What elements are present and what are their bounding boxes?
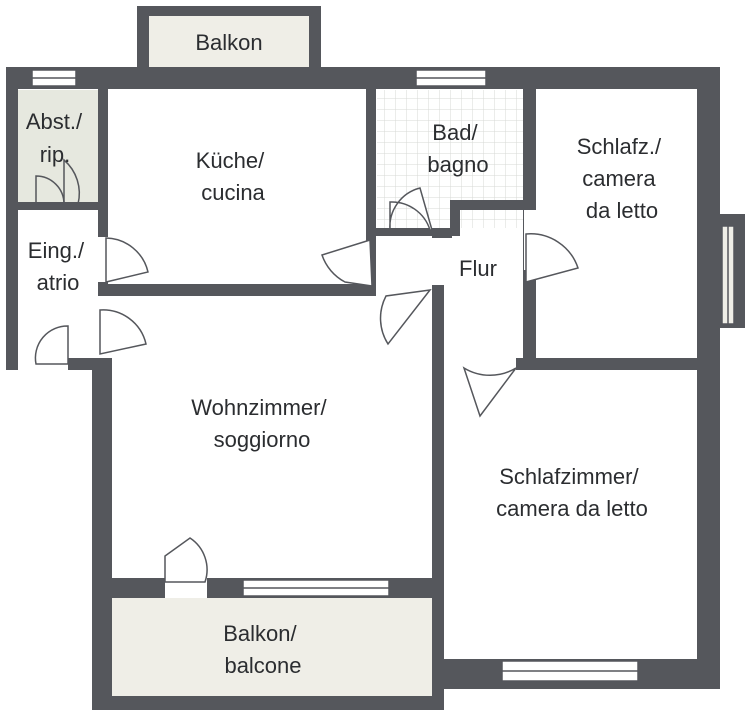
window-small-bedroom <box>721 225 735 325</box>
floor-top-balcony <box>140 8 320 68</box>
label-small-bedroom: Schlafz./ camera da letto <box>577 134 668 223</box>
door-hall-living <box>379 289 432 346</box>
door-big-bedroom <box>462 366 517 418</box>
floor-kitchen <box>108 90 366 282</box>
window-bathroom <box>415 69 487 87</box>
label-entrance: Eing./ atrio <box>28 238 90 295</box>
window-storage <box>31 69 77 87</box>
walls <box>6 6 745 710</box>
window-living-room <box>242 579 390 597</box>
label-storage: Abst./ rip. <box>26 109 88 167</box>
door-small-bedroom <box>525 233 579 283</box>
door-entrance-front <box>34 325 69 365</box>
door-kitchen-entry <box>105 237 149 283</box>
label-balcony-top: Balkon <box>195 30 262 55</box>
label-big-bedroom: Schlafzimmer/ camera da letto <box>496 464 648 521</box>
label-bathroom: Bad/ bagno <box>427 120 488 177</box>
doors <box>34 158 579 583</box>
floor-living-room <box>112 296 432 586</box>
label-living-room: Wohnzimmer/ soggiorno <box>191 395 332 452</box>
floor-small-bedroom <box>536 90 696 356</box>
floor-big-bedroom <box>443 370 696 660</box>
windows <box>31 69 735 682</box>
door-entrance-inner <box>99 309 147 355</box>
floor-bottom-balcony <box>112 598 432 696</box>
label-kitchen: Küche/ cucina <box>196 148 271 205</box>
door-storage-leaf <box>63 158 81 205</box>
label-hall: Flur <box>459 256 497 281</box>
window-big-bedroom <box>501 660 639 682</box>
door-bathroom <box>389 187 433 231</box>
room-labels: Balkon Abst./ rip. Küche/ cucina Bad/ ba… <box>26 30 668 678</box>
door-living-balcony <box>164 537 208 583</box>
label-balcony-bottom: Balkon/ balcone <box>223 621 303 678</box>
door-hall-left <box>321 238 373 287</box>
